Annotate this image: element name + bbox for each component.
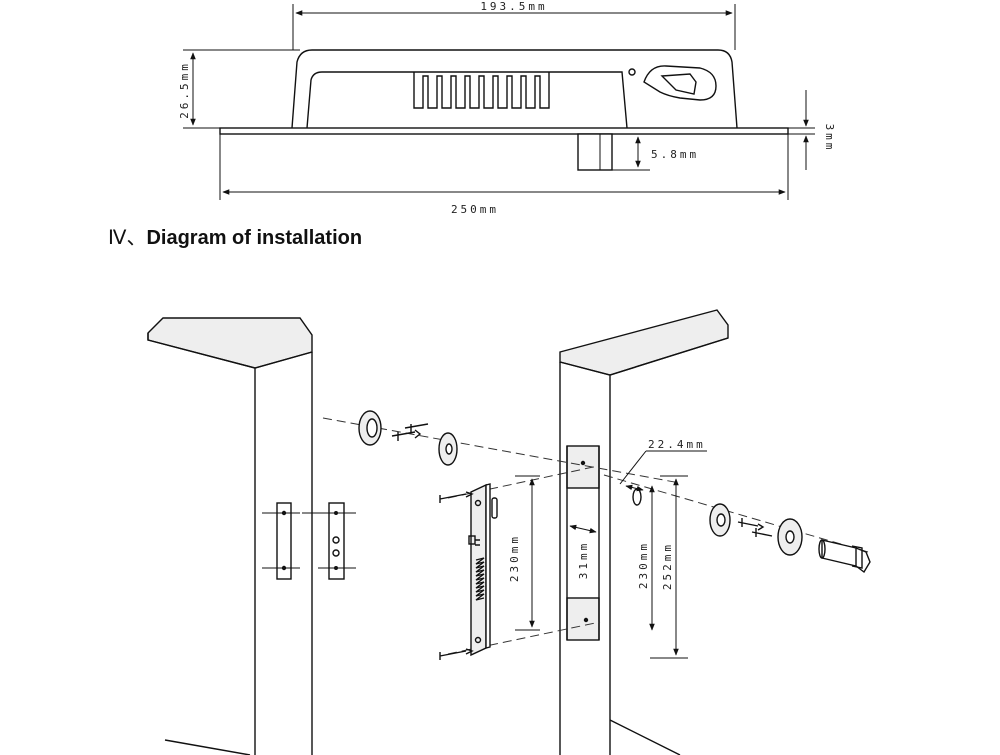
outer-rosette-set	[709, 503, 803, 556]
lock-side-view: 193.5mm 26.5mm 5.8mm 3mm 25	[178, 0, 836, 216]
vent-grille	[413, 72, 550, 109]
cylinder-hole	[632, 488, 642, 506]
dim-22-4-label: 22.4mm	[648, 438, 706, 451]
left-door-frame	[147, 317, 313, 755]
section-number: Ⅳ、	[108, 227, 146, 249]
width-label: 193.5mm	[480, 0, 547, 13]
strike-plate	[302, 502, 356, 580]
section-heading: Ⅳ、Diagram of installation	[108, 227, 362, 249]
mounting-plate	[219, 127, 789, 135]
inner-rosette-set	[358, 410, 458, 466]
key-cylinder-inner	[660, 73, 697, 95]
height-label: 26.5mm	[178, 61, 191, 119]
lock-body-inner	[306, 71, 628, 129]
lock-body-outline	[291, 49, 738, 129]
dim-230-left-label: 230mm	[508, 534, 521, 582]
lock-body	[439, 483, 498, 660]
key-cylinder-outline	[643, 65, 717, 101]
strike-cutout	[276, 502, 292, 580]
screw-icon	[628, 68, 636, 76]
section-title: Diagram of installation	[146, 227, 362, 249]
dim-252-label: 252mm	[661, 542, 674, 590]
dim-31-label: 31mm	[577, 541, 590, 580]
dim-230-right-label: 230mm	[637, 541, 650, 589]
bolt	[577, 133, 613, 171]
plate-thickness-label: 3mm	[823, 124, 836, 153]
right-door	[559, 309, 729, 755]
total-length-label: 250mm	[451, 203, 499, 216]
bolt-label: 5.8mm	[651, 148, 699, 161]
key-cylinder	[818, 539, 871, 574]
